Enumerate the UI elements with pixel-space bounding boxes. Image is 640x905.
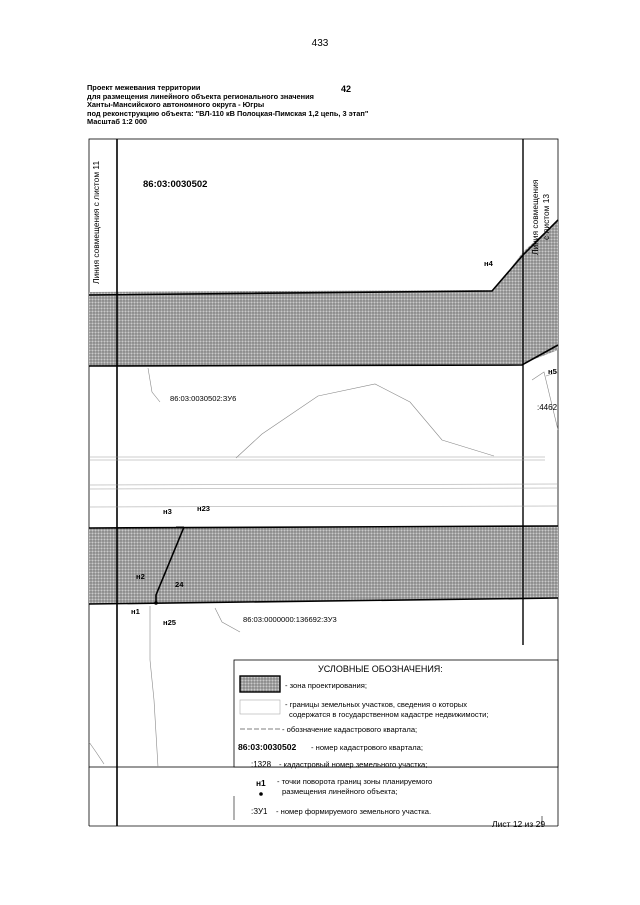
legend-point-text-1: - точки поворота границ зоны планируемог… [277, 777, 432, 786]
legend-point-example: н1 [256, 778, 266, 788]
left-join-label: Линия совмещения с листом 11 [91, 161, 101, 284]
parcel-zu6-label: 86:03:0030502:ЗУ6 [170, 394, 236, 403]
legend-quarter-text: - номер кадастрового квартала; [311, 743, 423, 752]
leader-zu3 [214, 607, 241, 633]
legend-parcels-text-1: - границы земельных участков, сведения о… [285, 700, 467, 709]
legend-new-parcel-example: :ЗУ1 [251, 807, 268, 816]
header-line-2: для размещения линейного объекта региона… [87, 91, 314, 101]
parcel-4462-edge [545, 371, 559, 377]
road-edge-5 [88, 505, 559, 508]
point-n1-marker [154, 601, 158, 605]
drawing-header: Проект межевания территории для размещен… [87, 83, 447, 127]
point-label-24: 24 [175, 580, 184, 589]
road-edge-4 [88, 487, 559, 490]
legend-box [233, 659, 559, 768]
header-line-4: под реконструкцию объекта: "ВЛ-110 кВ По… [87, 108, 369, 118]
zone-upper-bottom-edge [88, 344, 559, 367]
point-label-n25: н25 [163, 618, 177, 627]
header-line-1: Проект межевания территории [87, 83, 201, 92]
road-edge-3 [88, 483, 559, 486]
quarter-number-label: 86:03:0030502 [143, 179, 207, 190]
legend-parcel-example: :1328 [251, 760, 272, 769]
legend-point-text-2: размещения линейного объекта; [282, 787, 397, 796]
point-label-n23: н23 [197, 504, 210, 513]
point-label-n3: н3 [163, 507, 172, 516]
parcel-zu3-label: 86:03:0000000:136692:ЗУ3 [243, 615, 337, 624]
parcel-4462-outline [531, 371, 559, 431]
legend-quarter-boundary-text: - обозначение кадастрового квартала; [282, 725, 417, 734]
point-label-n4: н4 [484, 259, 494, 268]
header-line-5: Масштаб 1:2 000 [87, 117, 148, 127]
legend-point-marker [259, 792, 263, 796]
legend-zone-swatch [239, 675, 281, 693]
point-label-n1: н1 [131, 607, 141, 616]
zone-diagonal-boundary [155, 526, 185, 603]
parcel-boundary-sw [88, 741, 105, 765]
legend-new-parcel-text: - номер формируемого земельного участка. [276, 807, 431, 816]
legend-parcels-text-2: содержатся в государственном кадастре не… [289, 710, 489, 719]
zone-lower-top-edge [88, 525, 559, 529]
right-join-label-2: с листом 13 [541, 194, 551, 240]
right-join-label-1: Линия совмещения [530, 180, 540, 255]
design-zone-lower [89, 526, 558, 604]
point-label-n2: н2 [136, 572, 145, 581]
legend-parcel-text: - кадастровый номер земельного участка; [279, 760, 427, 769]
parcel-zu6-outline [235, 383, 495, 459]
header-line-3: Ханты-Мансийского автономного округа - Ю… [87, 100, 265, 110]
legend-quarter-example: 86:03:0030502 [238, 742, 297, 752]
legend-title: УСЛОВНЫЕ ОБОЗНАЧЕНИЯ: [318, 664, 443, 674]
page-number: 433 [311, 38, 329, 49]
parcel-boundary-south [149, 606, 159, 768]
zone-lower-bottom-edge [88, 597, 559, 605]
zone-upper-top-edge [88, 219, 559, 296]
parcel-4462-label: :4462 [537, 403, 558, 412]
sheet-number: 42 [341, 84, 352, 94]
point-label-n5: н5 [548, 367, 558, 376]
leader-zu6 [147, 367, 161, 403]
sheet-label: Лист 12 из 29 [492, 819, 546, 829]
legend-zone-text: - зона проектирования; [285, 681, 367, 690]
legend-parcel-swatch [239, 699, 281, 715]
